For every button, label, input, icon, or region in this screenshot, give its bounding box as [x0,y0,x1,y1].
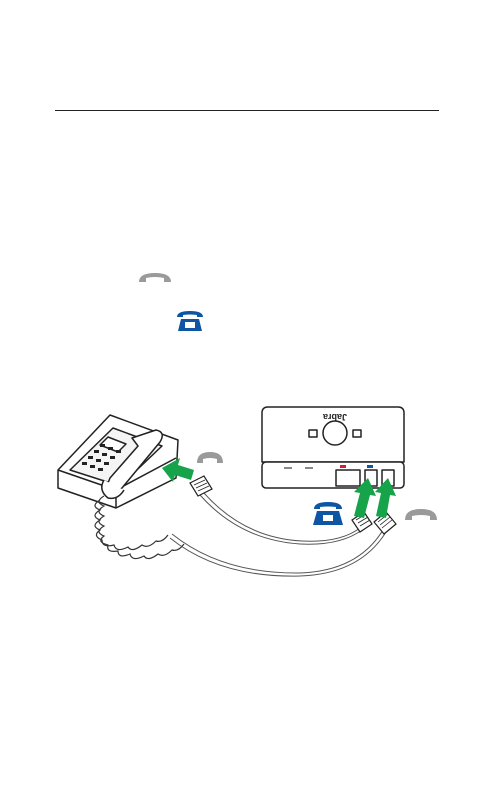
brand-label: Jabra [322,412,347,422]
rj-plug-phone [190,476,212,496]
handset-icon [197,452,223,463]
jabra-base-unit: Jabra [262,407,404,488]
desk-phone-icon [313,502,343,525]
telephone-cables [170,493,386,576]
handset-icon [405,509,437,520]
desk-phone [58,415,178,508]
